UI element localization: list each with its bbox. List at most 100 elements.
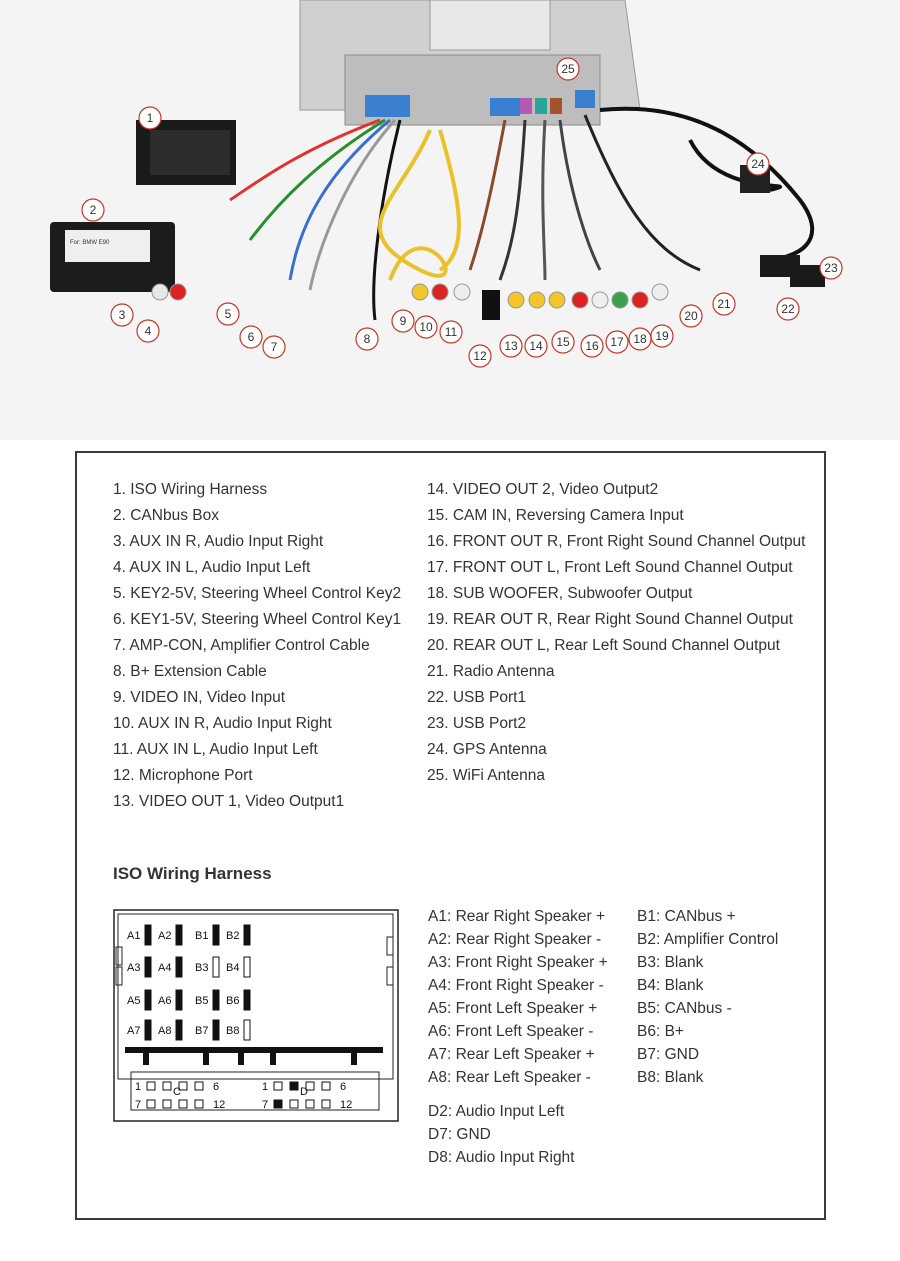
callout-23: 23 (819, 256, 843, 280)
svg-text:1: 1 (135, 1081, 141, 1093)
svg-text:15: 15 (556, 335, 570, 349)
pin-desc: B4: Blank (637, 977, 704, 994)
pin-desc: A2: Rear Right Speaker - (428, 931, 602, 948)
legend-item: 12. Microphone Port (113, 767, 253, 784)
svg-text:A7: A7 (127, 1025, 140, 1037)
svg-text:21: 21 (717, 297, 731, 311)
pin-b4: B4 (226, 956, 251, 978)
legend-item: 4. AUX IN L, Audio Input Left (113, 559, 311, 576)
legend-item: 24. GPS Antenna (427, 741, 547, 758)
pin-desc: A1: Rear Right Speaker + (428, 908, 606, 925)
svg-text:A6: A6 (158, 995, 171, 1007)
svg-text:4: 4 (145, 324, 152, 338)
svg-text:8: 8 (364, 332, 371, 346)
pin-list-a: A1: Rear Right Speaker + A2: Rear Right … (428, 905, 608, 1089)
pin-a2: A2 (158, 924, 183, 946)
pin-a7: A7 (127, 1019, 152, 1041)
svg-text:25: 25 (561, 62, 575, 76)
pin-list-b: B1: CANbus + B2: Amplifier Control B3: B… (637, 905, 778, 1089)
callout-11: 11 (439, 320, 463, 344)
svg-text:B6: B6 (226, 995, 239, 1007)
legend-box (75, 451, 826, 1220)
iso-harness-plug (136, 120, 236, 185)
pin-b8: B8 (226, 1019, 251, 1041)
pin-desc: D7: GND (428, 1126, 491, 1143)
pin-desc: B6: B+ (637, 1023, 684, 1040)
pin-desc: B5: CANbus - (637, 1000, 732, 1017)
callout-22: 22 (776, 297, 800, 321)
svg-text:17: 17 (610, 335, 624, 349)
svg-text:7: 7 (271, 340, 278, 354)
callout-3: 3 (110, 303, 134, 327)
svg-text:B7: B7 (195, 1025, 208, 1037)
svg-text:20: 20 (684, 309, 698, 323)
svg-text:19: 19 (655, 329, 669, 343)
svg-text:A5: A5 (127, 995, 140, 1007)
legend-item: 10. AUX IN R, Audio Input Right (113, 715, 332, 732)
legend-item: 14. VIDEO OUT 2, Video Output2 (427, 481, 659, 498)
canbus-label: For: BMW E90 (70, 240, 110, 246)
legend-item: 3. AUX IN R, Audio Input Right (113, 533, 324, 550)
legend-item: 15. CAM IN, Reversing Camera Input (427, 507, 684, 524)
svg-text:12: 12 (213, 1099, 225, 1111)
pin-list-d: D2: Audio Input Left D7: GND D8: Audio I… (428, 1100, 575, 1169)
svg-text:23: 23 (824, 261, 838, 275)
head-unit (299, 0, 641, 126)
pin-desc: A4: Front Right Speaker - (428, 977, 604, 994)
callout-9: 9 (391, 309, 415, 333)
legend-item: 5. KEY2-5V, Steering Wheel Control Key2 (113, 585, 402, 602)
wires (229, 106, 815, 321)
pin-b2: B2 (226, 924, 251, 946)
svg-text:B3: B3 (195, 962, 208, 974)
svg-text:B1: B1 (195, 930, 208, 942)
pin-desc: B7: GND (637, 1046, 700, 1063)
rca-connectors (151, 283, 669, 320)
legend-item: 13. VIDEO OUT 1, Video Output1 (113, 793, 345, 810)
svg-text:11: 11 (445, 325, 458, 339)
legend-item: 17. FRONT OUT L, Front Left Sound Channe… (427, 559, 793, 576)
legend-item: 16. FRONT OUT R, Front Right Sound Chann… (427, 533, 806, 550)
legend-right: 14. VIDEO OUT 2, Video Output2 15. CAM I… (427, 477, 806, 789)
pin-b6: B6 (226, 989, 251, 1011)
pin-desc: D2: Audio Input Left (428, 1103, 565, 1120)
legend-item: 18. SUB WOOFER, Subwoofer Output (427, 585, 693, 602)
legend-item: 11. AUX IN L, Audio Input Left (113, 741, 318, 758)
svg-text:2: 2 (90, 203, 97, 217)
legend-item: 19. REAR OUT R, Rear Right Sound Channel… (427, 611, 793, 628)
callout-17: 17 (605, 330, 629, 354)
svg-text:1: 1 (262, 1081, 268, 1093)
svg-text:7: 7 (262, 1099, 268, 1111)
callout-14: 14 (524, 334, 548, 358)
callout-10: 10 (414, 315, 438, 339)
callout-8: 8 (355, 327, 379, 351)
pin-desc: A3: Front Right Speaker + (428, 954, 608, 971)
legend-item: 7. AMP-CON, Amplifier Control Cable (113, 637, 370, 654)
callout-5: 5 (216, 302, 240, 326)
svg-text:9: 9 (400, 314, 407, 328)
svg-text:6: 6 (248, 330, 255, 344)
pin-desc: B8: Blank (637, 1069, 704, 1086)
pin-desc: B1: CANbus + (637, 908, 736, 925)
svg-text:12: 12 (340, 1099, 352, 1111)
canbus-box: For: BMW E90 (50, 222, 175, 292)
pin-desc: A7: Rear Left Speaker + (428, 1046, 595, 1063)
callout-6: 6 (239, 325, 263, 349)
callout-1: 1 (138, 106, 162, 130)
legend-item: 20. REAR OUT L, Rear Left Sound Channel … (427, 637, 780, 654)
svg-text:6: 6 (340, 1081, 346, 1093)
legend-item: 6. KEY1-5V, Steering Wheel Control Key1 (113, 611, 402, 628)
pin-a6: A6 (158, 989, 183, 1011)
svg-text:B5: B5 (195, 995, 208, 1007)
svg-text:1: 1 (147, 111, 154, 125)
callout-18: 18 (628, 327, 652, 351)
legend-item: 1. ISO Wiring Harness (113, 481, 268, 498)
svg-text:C: C (173, 1086, 181, 1098)
callout-16: 16 (580, 334, 604, 358)
callout-7: 7 (262, 335, 286, 359)
pin-desc: B2: Amplifier Control (637, 931, 779, 948)
pin-desc: B3: Blank (637, 954, 704, 971)
svg-text:6: 6 (213, 1081, 219, 1093)
callout-21: 21 (712, 292, 736, 316)
svg-text:12: 12 (473, 349, 487, 363)
